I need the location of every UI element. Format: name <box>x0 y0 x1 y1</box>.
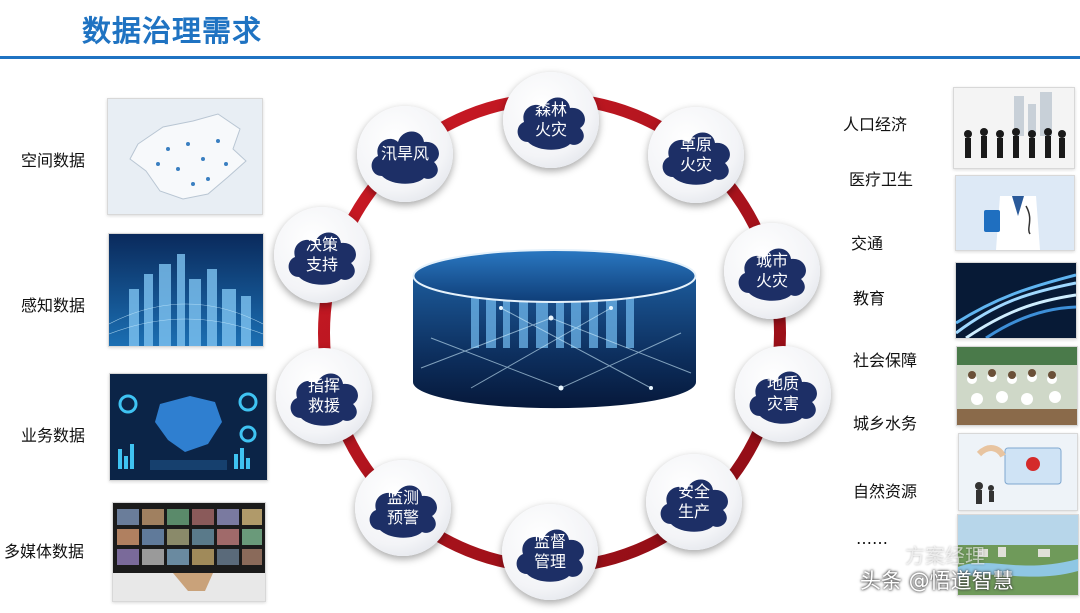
right-label-natural-resources: 自然资源 <box>853 482 918 501</box>
need-label: 森林 火灾 <box>534 100 567 139</box>
need-supervision[interactable]: 监督 管理 <box>502 504 598 600</box>
watermark-faint: 方案经理 <box>905 544 985 568</box>
need-flood-drought-wind[interactable]: 汛旱风 <box>357 106 453 202</box>
classroom-icon <box>956 346 1078 426</box>
cloud-icon <box>369 485 437 538</box>
dashboard-icon <box>109 373 268 481</box>
cloud-icon <box>749 371 817 424</box>
need-command-rescue[interactable]: 指挥 救援 <box>276 348 372 444</box>
need-decision-support[interactable]: 决策 支持 <box>274 207 370 303</box>
cloud-icon <box>738 248 806 301</box>
doctor-icon <box>955 175 1075 251</box>
left-label-spatial: 空间数据 <box>21 151 86 170</box>
need-label: 草原 火灾 <box>679 135 712 174</box>
need-label: 指挥 救援 <box>307 376 340 415</box>
need-label: 汛旱风 <box>380 144 429 163</box>
need-forest-fire[interactable]: 森林 火灾 <box>503 72 599 168</box>
cloud-icon <box>371 131 439 184</box>
need-grassland-fire[interactable]: 草原 火灾 <box>648 107 744 203</box>
cloud-icon <box>517 97 585 150</box>
title-divider <box>0 56 1080 59</box>
video-wall-icon <box>112 502 266 602</box>
left-label-business: 业务数据 <box>21 426 86 445</box>
need-label: 城市 火灾 <box>755 251 788 290</box>
cloud-icon <box>660 479 728 532</box>
need-monitoring-warning[interactable]: 监测 预警 <box>355 460 451 556</box>
right-label-healthcare: 医疗卫生 <box>849 170 914 189</box>
cloud-icon <box>516 529 584 582</box>
need-safe-production[interactable]: 安全 生产 <box>646 454 742 550</box>
cloud-icon <box>662 132 730 185</box>
need-label: 决策 支持 <box>305 235 338 274</box>
right-label-water-affairs: 城乡水务 <box>853 414 918 433</box>
social-card-icon <box>958 433 1078 511</box>
left-label-sensing: 感知数据 <box>21 296 86 315</box>
need-label: 监测 预警 <box>386 488 419 527</box>
smart-city-icon <box>108 233 264 347</box>
page-title: 数据治理需求 <box>82 14 263 48</box>
right-label-population-economy: 人口经济 <box>843 115 908 134</box>
aerial-river-icon <box>957 514 1079 596</box>
right-label-education: 教育 <box>853 289 886 308</box>
cloud-icon <box>288 232 356 285</box>
need-label: 地质 灾害 <box>766 374 799 413</box>
right-label-transport: 交通 <box>851 234 884 253</box>
need-geological-disaster[interactable]: 地质 灾害 <box>735 346 831 442</box>
left-label-multimedia: 多媒体数据 <box>4 542 85 561</box>
china-map-icon <box>107 98 263 215</box>
need-urban-fire[interactable]: 城市 火灾 <box>724 223 820 319</box>
crowd-silhouette-icon <box>953 87 1075 169</box>
database-cylinder-icon <box>412 249 697 409</box>
need-label: 监督 管理 <box>533 532 566 571</box>
right-label-more: …… <box>856 529 888 548</box>
cloud-icon <box>290 373 358 426</box>
right-label-social-security: 社会保障 <box>853 351 918 370</box>
need-label: 安全 生产 <box>677 482 710 521</box>
watermark-text: 头条 @悟道智慧 <box>860 569 1014 593</box>
highway-icon <box>955 262 1077 339</box>
